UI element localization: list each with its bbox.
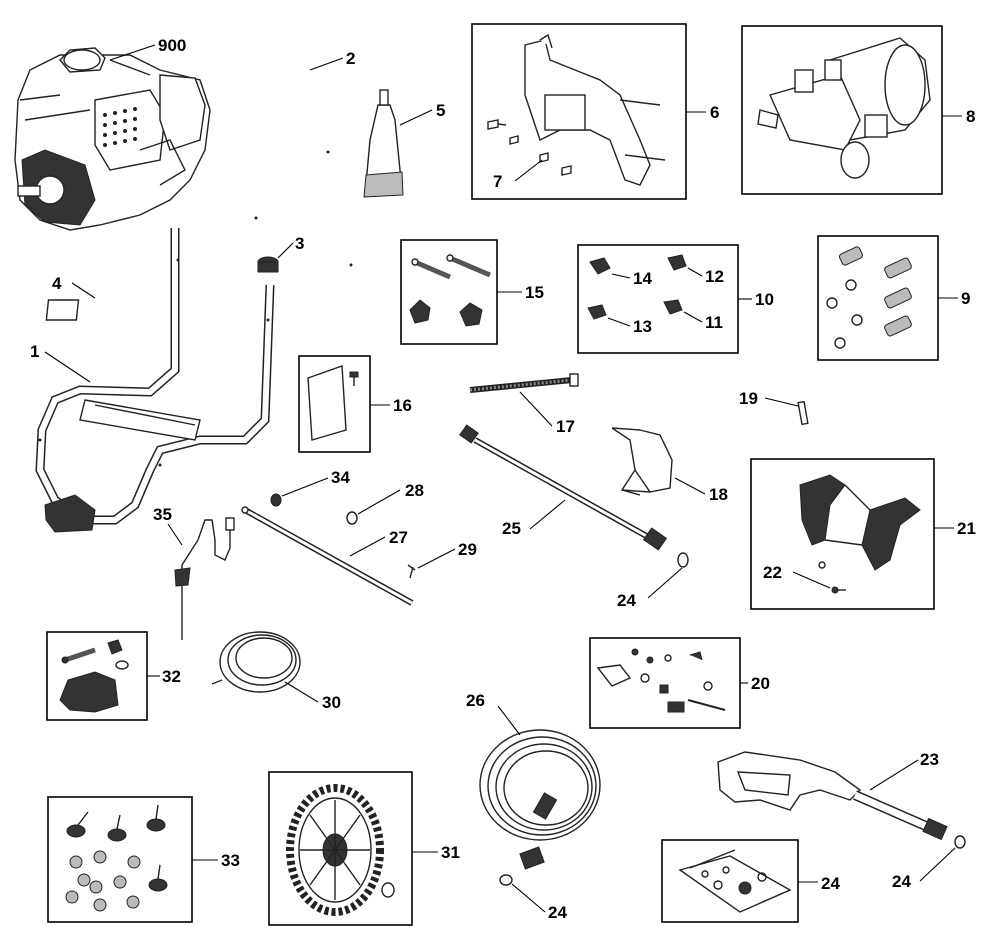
box-24: [661, 839, 799, 923]
wheel-guard-21: [799, 474, 921, 571]
callout-29: 29: [458, 540, 477, 559]
nozzle-14: [589, 257, 611, 275]
callout-18: 18: [709, 485, 728, 504]
callout-26: 26: [466, 691, 485, 710]
washer-28: [346, 511, 358, 525]
box-21: [750, 458, 935, 610]
callout-7: 7: [493, 172, 502, 191]
label-part: [45, 299, 80, 321]
frame-part: [35, 228, 275, 533]
nozzle-bag-part: [363, 89, 404, 198]
o-ring-24a: [677, 552, 689, 568]
callout-23: 23: [920, 750, 939, 769]
foot-kit-32: [59, 639, 129, 713]
bolts-and-knobs-15: [409, 254, 491, 327]
callout-24d: 24: [892, 872, 911, 891]
o-ring-kit-24: [678, 849, 792, 913]
callout-6: 6: [710, 103, 719, 122]
callout-24b: 24: [548, 903, 567, 922]
callout-34: 34: [331, 468, 350, 487]
panel-part-16: [307, 365, 359, 441]
callout-25: 25: [502, 519, 521, 538]
bolts-7: [487, 119, 572, 176]
callout-1: 1: [30, 342, 39, 361]
handle-part: [228, 59, 353, 286]
callout-21: 21: [957, 519, 976, 538]
callout-24c: 24: [821, 874, 840, 893]
callout-19: 19: [739, 389, 758, 408]
o-ring-24b: [499, 874, 513, 886]
callout-12: 12: [705, 267, 724, 286]
bolts-washers-9: [826, 246, 912, 349]
plug-part: [257, 256, 279, 273]
hose-part-26: [479, 729, 601, 870]
spray-gun-part-23: [717, 751, 948, 841]
screws-22: [818, 561, 846, 594]
engine-part: [14, 47, 211, 231]
hose-part-30: [211, 631, 301, 693]
box-16: [298, 355, 371, 453]
callout-30: 30: [322, 693, 341, 712]
box-8: [741, 25, 943, 195]
callout-22: 22: [763, 563, 782, 582]
callout-15: 15: [525, 283, 544, 302]
holder-part-18: [611, 427, 673, 496]
axle-part-27: [241, 506, 414, 606]
callout-10: 10: [755, 290, 774, 309]
callout-27: 27: [389, 528, 408, 547]
wand-part-25: [459, 424, 668, 551]
wheel-part-31: [286, 784, 395, 916]
callout-4: 4: [52, 274, 62, 293]
callout-28: 28: [405, 481, 424, 500]
callout-16: 16: [393, 396, 412, 415]
callout-13: 13: [633, 317, 652, 336]
sensor-part-35: [174, 517, 235, 640]
callout-24a: 24: [617, 591, 636, 610]
callout-32: 32: [162, 667, 181, 686]
pump-part: [757, 37, 931, 179]
callout-33: 33: [221, 851, 240, 870]
callout-3: 3: [295, 234, 304, 253]
callout-2: 2: [346, 49, 355, 68]
callout-8: 8: [966, 107, 975, 126]
strap-part-17: [469, 373, 579, 393]
washer-34: [270, 493, 282, 507]
callout-900: 900: [158, 36, 186, 55]
pump-bracket-part: [524, 33, 666, 186]
nozzle-13: [587, 304, 607, 320]
callout-17: 17: [556, 417, 575, 436]
callout-9: 9: [961, 289, 970, 308]
callout-14: 14: [633, 269, 652, 288]
nozzle-12: [667, 254, 687, 271]
o-ring-24d: [954, 835, 966, 849]
callout-5: 5: [436, 101, 445, 120]
pin-29: [407, 564, 416, 579]
hardware-kit-20: [596, 648, 726, 713]
callout-11: 11: [705, 313, 723, 332]
isolators-nuts-33: [65, 804, 168, 912]
pin-part-19: [797, 400, 809, 426]
callout-31: 31: [441, 843, 460, 862]
callout-20: 20: [751, 674, 770, 693]
nozzle-11: [663, 299, 683, 315]
box-31: [268, 771, 413, 926]
callout-35: 35: [153, 505, 172, 524]
